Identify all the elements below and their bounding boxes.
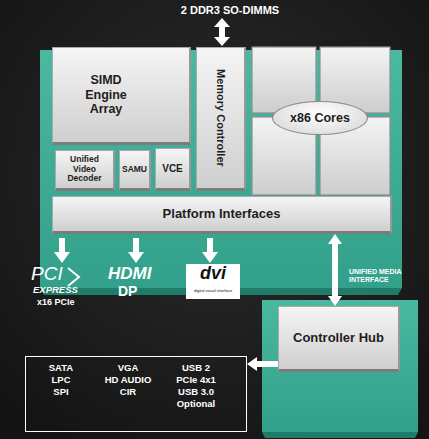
node-text: VCE xyxy=(162,163,183,175)
pcie-chevron xyxy=(68,268,79,286)
core-blocks xyxy=(252,47,390,195)
node-text: Platform Interfaces xyxy=(163,207,281,222)
io-list-box: SATALPCSPIVGAHD AUDIOCIRUSB 2PCIe 4x1USB… xyxy=(25,356,247,432)
node-text: CIR xyxy=(88,386,168,398)
output-arrow xyxy=(128,238,144,263)
node-text: USB 3.0 Optional xyxy=(171,386,221,410)
node-text: Controller Hub xyxy=(293,331,384,346)
memory-label: 2 DDR3 SO-DIMMS xyxy=(150,4,310,16)
bus-arrow xyxy=(257,361,278,367)
encoder-block: VCE xyxy=(155,148,191,191)
node-text: SATA xyxy=(21,362,101,374)
node-text: Unified Video Decoder xyxy=(62,155,108,184)
hub-substrate xyxy=(262,300,418,432)
bus-width-label: x16 PCIe xyxy=(37,298,97,308)
platform-band: Platform Interfaces xyxy=(52,196,392,234)
video-block: Unified Video Decoder xyxy=(55,150,115,191)
hdmi-logo-text: HDMI xyxy=(108,265,170,284)
node-text: LPC xyxy=(21,374,101,386)
dvi-logo-text: dvi xyxy=(186,264,240,284)
dvi-logo-subtext: digital visual interface xyxy=(186,289,240,293)
bus-arrow xyxy=(332,244,338,296)
node-text: SPI xyxy=(21,386,101,398)
gpu-block: SIMD Engine Array xyxy=(52,47,191,145)
output-arrow xyxy=(202,238,218,263)
memory-controller-block: Memory Controller xyxy=(196,47,246,191)
displayport-logo-text: DP xyxy=(118,284,148,299)
node-text: HD AUDIO xyxy=(88,374,168,386)
node-text: SAMU xyxy=(122,165,147,175)
hub-substrate-edge xyxy=(262,432,418,438)
security-block: SAMU xyxy=(119,150,151,191)
cores-oval: x86 Cores xyxy=(272,101,368,135)
node-text: VGA xyxy=(88,362,168,374)
memory-arrow xyxy=(214,18,230,46)
output-arrow xyxy=(54,238,70,263)
node-text: Memory Controller xyxy=(214,69,227,167)
node-text: USB 2 xyxy=(156,362,236,374)
pcie-logo-text: PCI xyxy=(31,264,71,285)
node-text: x86 Cores xyxy=(290,111,350,125)
pcie-logo-subtext: EXPRESS xyxy=(33,285,93,295)
bus-label: UNIFIED MEDIA INTERFACE xyxy=(349,268,411,285)
node-text: SIMD Engine Array xyxy=(70,73,142,116)
hub-box: Controller Hub xyxy=(278,306,400,372)
node-text: PCIe 4x1 xyxy=(156,374,236,386)
dvi-logo-plate xyxy=(186,264,240,299)
